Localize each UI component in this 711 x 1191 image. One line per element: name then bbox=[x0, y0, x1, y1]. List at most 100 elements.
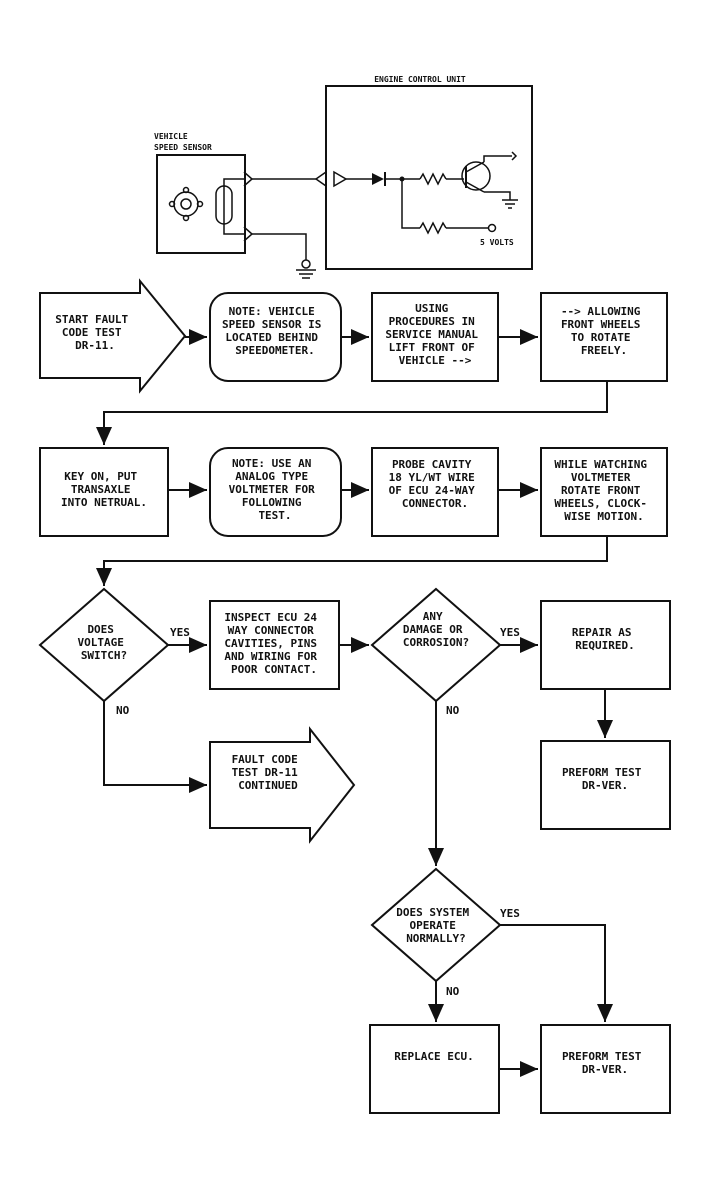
repair-line1: REPAIR AS bbox=[572, 626, 632, 639]
inspect-line5: POOR CONTACT. bbox=[231, 663, 317, 676]
allow-line2: FRONT WHEELS bbox=[561, 318, 640, 331]
watch-voltmeter-box: WHILE WATCHING VOLTMETER ROTATE FRONT WH… bbox=[540, 447, 668, 537]
start-fault-code-arrow: START FAULT CODE TEST DR-11. bbox=[39, 278, 187, 394]
svg-text:DOES SYSTEM OPERATE: DOES SYSTEM OPERATE NORMALLY? bbox=[396, 906, 475, 945]
key-line3: INTO NETRUAL. bbox=[61, 496, 147, 509]
note1-line4: SPEEDOMETER. bbox=[235, 344, 314, 357]
yes-label-system: YES bbox=[500, 907, 520, 920]
yes-label-voltage: YES bbox=[170, 626, 190, 639]
no-label-voltage: NO bbox=[116, 704, 130, 717]
no-label-system: NO bbox=[446, 985, 460, 998]
decision-voltage-switch: DOES VOLTAGE SWITCH? bbox=[38, 587, 170, 703]
svg-text:REPLACE ECU.: REPLACE ECU. bbox=[394, 1050, 473, 1063]
ds-line1: DOES SYSTEM bbox=[396, 906, 469, 919]
svg-text:NOTE: USE AN ANALOG TYPE: NOTE: USE AN ANALOG TYPE VOLTMETER FOR F… bbox=[229, 457, 322, 522]
resistor-top-icon bbox=[419, 172, 447, 186]
using-line4: LIFT FRONT OF bbox=[389, 341, 475, 354]
fault-code-continued-arrow: FAULT CODE TEST DR-11 CONTINUED bbox=[209, 726, 356, 844]
preform1-line1: PREFORM TEST bbox=[562, 766, 642, 779]
inspect-line3: CAVITIES, PINS bbox=[224, 637, 317, 650]
resistor-bottom-icon bbox=[419, 221, 447, 235]
using-line1: USING bbox=[415, 302, 448, 315]
dd-line1: ANY bbox=[423, 610, 443, 623]
key-line2: TRANSAXLE bbox=[71, 483, 131, 496]
ecu-input-connector bbox=[314, 171, 327, 187]
ds-line2: OPERATE bbox=[410, 919, 456, 932]
start-line1: START FAULT bbox=[55, 313, 128, 326]
no-label-damage: NO bbox=[446, 704, 460, 717]
inspect-line1: INSPECT ECU 24 bbox=[224, 611, 317, 624]
ecu-input-arrow-icon bbox=[333, 170, 348, 188]
inspect-connector-box: INSPECT ECU 24 WAY CONNECTOR CAVITIES, P… bbox=[209, 600, 340, 690]
svg-text:--> ALLOWING FRONT WHEEL: --> ALLOWING FRONT WHEELS TO ROTATE FREE… bbox=[561, 305, 647, 357]
svg-text:USING PROCEDURES IN: USING PROCEDURES IN SERVICE MANUAL LIFT … bbox=[385, 302, 484, 367]
ecu-title: ENGINE CONTROL UNIT bbox=[374, 75, 466, 84]
sensor-title-line2: SPEED SENSOR bbox=[154, 143, 212, 152]
note-analog-voltmeter: NOTE: USE AN ANALOG TYPE VOLTMETER FOR F… bbox=[209, 447, 342, 537]
vehicle-speed-sensor-box bbox=[156, 154, 246, 254]
preform2-line2: DR-VER. bbox=[582, 1063, 628, 1076]
key-line1: KEY ON, PUT bbox=[64, 470, 137, 483]
allow-line1: --> ALLOWING bbox=[561, 305, 641, 318]
start-line2: CODE TEST bbox=[62, 326, 122, 339]
preform2-line1: PREFORM TEST bbox=[562, 1050, 642, 1063]
watch-line3: ROTATE FRONT bbox=[561, 484, 641, 497]
start-line3: DR-11. bbox=[75, 339, 115, 352]
repair-line2: REQUIRED. bbox=[575, 639, 635, 652]
svg-text:WHILE WATCHING VOLTMETER: WHILE WATCHING VOLTMETER ROTATE FRONT WH… bbox=[554, 458, 653, 523]
svg-text:PREFORM TEST DR-VER.: PREFORM TEST DR-VER. bbox=[562, 1050, 648, 1076]
cont-line3: CONTINUED bbox=[238, 779, 298, 792]
probe-line1: PROBE CAVITY bbox=[392, 458, 472, 471]
replace-ecu-box: REPLACE ECU. bbox=[369, 1024, 500, 1114]
repair-as-required-box: REPAIR AS REQUIRED. bbox=[540, 600, 671, 690]
watch-line5: WISE MOTION. bbox=[564, 510, 643, 523]
probe-line3: OF ECU 24-WAY bbox=[389, 484, 475, 497]
svg-text:START FAULT CODE TEST: START FAULT CODE TEST DR-11. bbox=[55, 313, 134, 352]
watch-line2: VOLTMETER bbox=[571, 471, 631, 484]
note1-line3: LOCATED BEHIND bbox=[225, 331, 318, 344]
preform1-line2: DR-VER. bbox=[582, 779, 628, 792]
svg-text:PROBE CAVITY 18 YL/WT WI: PROBE CAVITY 18 YL/WT WIRE OF ECU 24-WAY… bbox=[389, 458, 482, 510]
allow-line4: FREELY. bbox=[581, 344, 627, 357]
svg-text:ANY DAMAGE OR CORR: ANY DAMAGE OR CORROSION? bbox=[403, 610, 469, 649]
allow-line3: TO ROTATE bbox=[571, 331, 631, 344]
inspect-line4: AND WIRING FOR bbox=[224, 650, 317, 663]
svg-text:DOES VOLTAGE SWITC: DOES VOLTAGE SWITCH? bbox=[78, 623, 131, 662]
using-line2: PROCEDURES IN bbox=[389, 315, 475, 328]
inspect-line2: WAY CONNECTOR bbox=[228, 624, 314, 637]
sensor-wheel-icon bbox=[168, 186, 204, 222]
key-on-box: KEY ON, PUT TRANSAXLE INTO NETRUAL. bbox=[39, 447, 169, 537]
note2-line2: ANALOG TYPE bbox=[235, 470, 308, 483]
dv-line3: SWITCH? bbox=[81, 649, 127, 662]
wiring-schematic: ENGINE CONTROL UNIT VEHICLE SPEED SENSOR bbox=[154, 75, 533, 279]
replace-line1: REPLACE ECU. bbox=[394, 1050, 473, 1063]
cont-line2: TEST DR-11 bbox=[232, 766, 299, 779]
allow-wheels-rotate-box: --> ALLOWING FRONT WHEELS TO ROTATE FREE… bbox=[540, 292, 668, 382]
watch-line4: WHEELS, CLOCK- bbox=[554, 497, 647, 510]
svg-text:KEY ON, PUT TRANSAXLE: KEY ON, PUT TRANSAXLE INTO NETRUAL. bbox=[61, 470, 147, 509]
svg-text:REPAIR AS REQUIRED.: REPAIR AS REQUIRED. bbox=[572, 626, 638, 652]
note2-line4: FOLLOWING bbox=[242, 496, 302, 509]
cont-line1: FAULT CODE bbox=[232, 753, 298, 766]
ground-symbol bbox=[296, 259, 316, 279]
note1-line1: NOTE: VEHICLE bbox=[229, 305, 315, 318]
probe-line4: CONNECTOR. bbox=[402, 497, 468, 510]
note1-line2: SPEED SENSOR IS bbox=[222, 318, 321, 331]
svg-text:FAULT CODE TEST DR-11: FAULT CODE TEST DR-11 CONTINUED bbox=[232, 753, 305, 792]
five-volts-label: 5 VOLTS bbox=[480, 238, 514, 247]
decision-damage-corrosion: ANY DAMAGE OR CORROSION? bbox=[370, 587, 502, 703]
preform-test-box-1: PREFORM TEST DR-VER. bbox=[540, 740, 671, 830]
svg-text:INSPECT ECU 24 WAY CONNE: INSPECT ECU 24 WAY CONNECTOR CAVITIES, P… bbox=[224, 611, 323, 676]
watch-line1: WHILE WATCHING bbox=[554, 458, 647, 471]
transistor-icon bbox=[461, 151, 518, 209]
dv-line1: DOES bbox=[87, 623, 114, 636]
yes-label-damage: YES bbox=[500, 626, 520, 639]
note2-line5: TEST. bbox=[258, 509, 291, 522]
probe-line2: 18 YL/WT WIRE bbox=[389, 471, 475, 484]
note2-line3: VOLTMETER FOR bbox=[229, 483, 315, 496]
five-volt-terminal-icon bbox=[487, 223, 497, 233]
dd-line2: DAMAGE OR bbox=[403, 623, 463, 636]
dd-line3: CORROSION? bbox=[403, 636, 469, 649]
using-line5: VEHICLE --> bbox=[399, 354, 472, 367]
